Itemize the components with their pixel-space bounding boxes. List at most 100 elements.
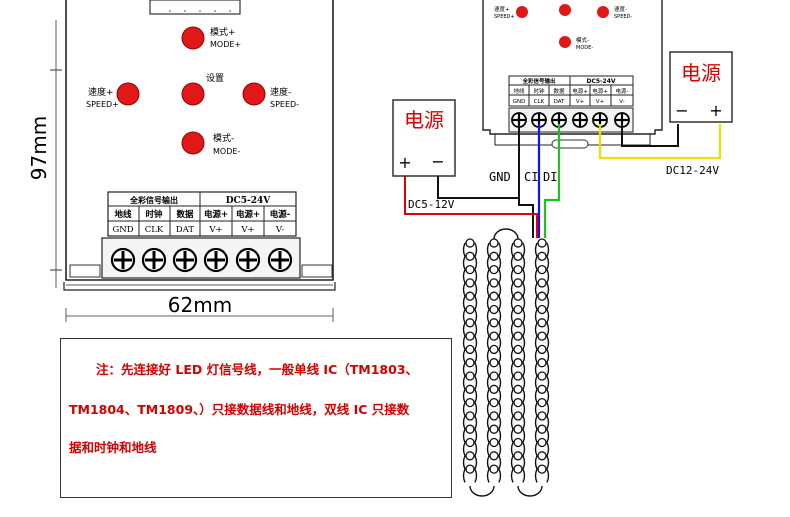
mode-minus-code: MODE- [213,147,240,156]
right-mode-minus-code: MODE- [576,45,593,51]
led-strip-rail [462,242,478,483]
terminal-name: 电源+ [204,209,228,220]
screw-terminal [572,112,588,128]
led-pixel [537,424,547,434]
led-pixel [537,384,547,394]
right-power-supply: 电源 − + [669,51,733,123]
led-strip [462,228,550,497]
right-setting-button[interactable] [559,4,571,16]
terminal-code: DAT [554,99,565,105]
led-pixel [465,331,475,341]
speed-plus-code: SPEED+ [86,100,119,109]
led-pixel [489,318,499,328]
black-wire [621,124,679,147]
screw-terminal [235,247,261,273]
terminal-name: 地线 [513,87,525,95]
red-wire [404,176,538,238]
terminal-code: V- [275,225,284,235]
led-pixel [465,464,475,474]
led-pixel [513,264,523,275]
led-pixel [489,291,499,301]
note-line-3: 据和时钟和地线 [69,440,157,455]
right-terminal-table [508,75,634,107]
right-power-title: 电源 [681,61,721,85]
led-pixel [465,397,475,408]
dimension-width: 62mm [168,293,232,317]
led-pixel [465,411,475,421]
led-pixel [489,437,499,448]
gnd-wire [437,124,520,199]
terminal-code: V- [619,99,624,105]
mode-plus-code: MODE+ [210,40,241,49]
left-signal-group: 全彩信号输出 [129,195,178,205]
led-pixel [513,437,523,448]
led-pixel [465,384,475,394]
led-pixel [513,464,523,474]
led-pixel [537,278,547,288]
led-pixel [537,411,547,421]
right-speed-plus-button[interactable] [516,6,528,18]
led-pixel [513,291,523,301]
led-pixel [537,451,547,461]
yellow-wire [598,124,722,160]
terminal-code: CLK [534,99,545,105]
setting-button[interactable] [181,82,205,106]
ci-wire-label: CI [524,170,538,184]
note-line-1: 注：先连接好 LED 灯信号线，一般单线 IC（TM1803、 [96,362,419,377]
led-pixel [537,437,547,448]
terminal-name: 电源+ [572,87,588,95]
setting-label: 设置 [206,73,224,84]
right-screw-terminals [511,112,630,128]
right-signal-group: 全彩信号输出 [521,77,556,85]
led-pixel [489,424,499,434]
right-mode-minus-label: 模式- [576,36,589,44]
left-terminal-names: 地线 时钟 数据 电源+ 电源+ 电源- [114,209,290,220]
right-speed-plus-label: 速度+ [494,5,510,13]
left-terminal-block [101,237,301,279]
led-strip-link [493,228,519,240]
right-power-plus: + [709,101,722,120]
note-box: 注：先连接好 LED 灯信号线，一般单线 IC（TM1803、 TM1804、T… [60,338,452,498]
led-strip-link [469,485,495,497]
terminal-code: GND [513,99,526,105]
terminal-code: V+ [576,99,585,105]
led-strip-link [517,485,543,497]
speed-plus-button[interactable] [116,82,140,106]
right-terminal-names: 地线 时钟 数据 电源+ 电源+ 电源- [513,87,628,95]
led-pixel [465,278,475,288]
led-pixel [489,397,499,408]
left-terminal-table [107,191,297,237]
right-mode-minus-button[interactable] [559,36,571,48]
terminal-name: 电源- [270,209,291,220]
led-pixel [537,264,547,275]
led-pixel [489,371,499,381]
led-pixel [465,358,475,368]
left-power-plus: + [398,153,411,172]
mode-minus-button[interactable] [181,131,205,155]
terminal-code: V+ [596,99,605,105]
right-speed-plus-code: SPEED+ [494,14,515,20]
led-pixel [537,464,547,474]
led-pixel [489,411,499,421]
led-pixel [513,331,523,341]
led-pixel [489,331,499,341]
led-pixel [537,358,547,368]
led-pixel [489,464,499,474]
speed-minus-button[interactable] [242,82,266,106]
screw-terminal [511,112,527,128]
terminal-code: V+ [208,225,222,235]
led-pixel [465,264,475,275]
terminal-name: 数据 [553,87,565,95]
right-speed-minus-button[interactable] [597,6,609,18]
left-controller: 97mm 62mm 模式+ MODE+ 速度+ SPEED+ 设置 速度- SP… [27,0,336,322]
right-power-group: DC5-24V [586,78,615,85]
led-pixel [513,304,523,315]
led-pixel [513,278,523,288]
terminal-name: 电源+ [236,209,260,220]
led-strip-rail [486,242,502,483]
terminal-code: GND [112,225,133,235]
mode-plus-button[interactable] [181,26,205,50]
led-pixel [537,344,547,355]
led-pixel [465,291,475,301]
mode-plus-label: 模式+ [210,26,236,38]
